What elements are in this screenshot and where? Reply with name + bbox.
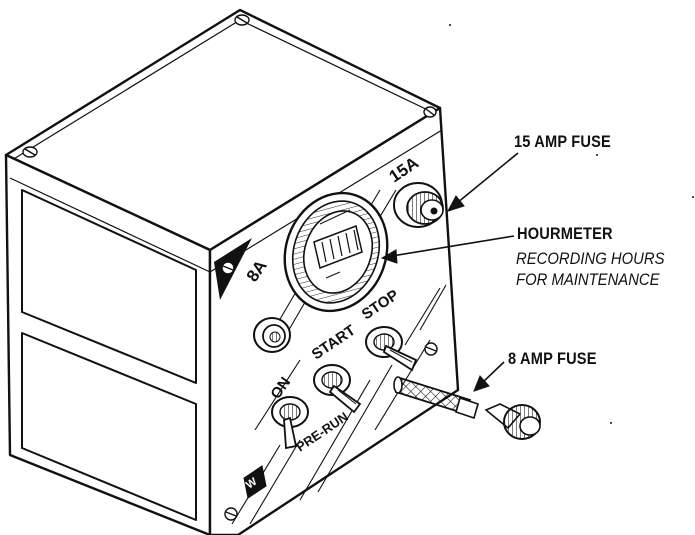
box-left-face [4, 153, 212, 535]
fuse-8a-label: 8 AMP FUSE [508, 349, 597, 368]
fuse-15a-label: 15 AMP FUSE [514, 132, 611, 151]
fuse-8a-removed [393, 376, 541, 440]
left-panel-lower [21, 332, 197, 521]
brand-logo: W [243, 465, 267, 499]
top-screws [22, 14, 437, 158]
hourmeter-description-line1: RECORDING HOURS [516, 250, 665, 268]
hourmeter-gauge [283, 191, 389, 313]
switch-on [271, 396, 309, 450]
switch-stop [365, 326, 418, 372]
face-screws [221, 261, 438, 521]
switch-start [313, 364, 362, 414]
callout-arrows [380, 152, 519, 392]
fuse-holder-8a [253, 317, 291, 353]
control-box [4, 8, 460, 535]
hourmeter-description-line2: FOR MAINTENANCE [516, 271, 660, 289]
print-specks [449, 24, 694, 424]
left-panel-upper [21, 189, 197, 384]
hourmeter-label: HOURMETER [517, 224, 613, 243]
fuse-holder-15a [393, 182, 444, 228]
hourmeter-digits [321, 229, 359, 263]
